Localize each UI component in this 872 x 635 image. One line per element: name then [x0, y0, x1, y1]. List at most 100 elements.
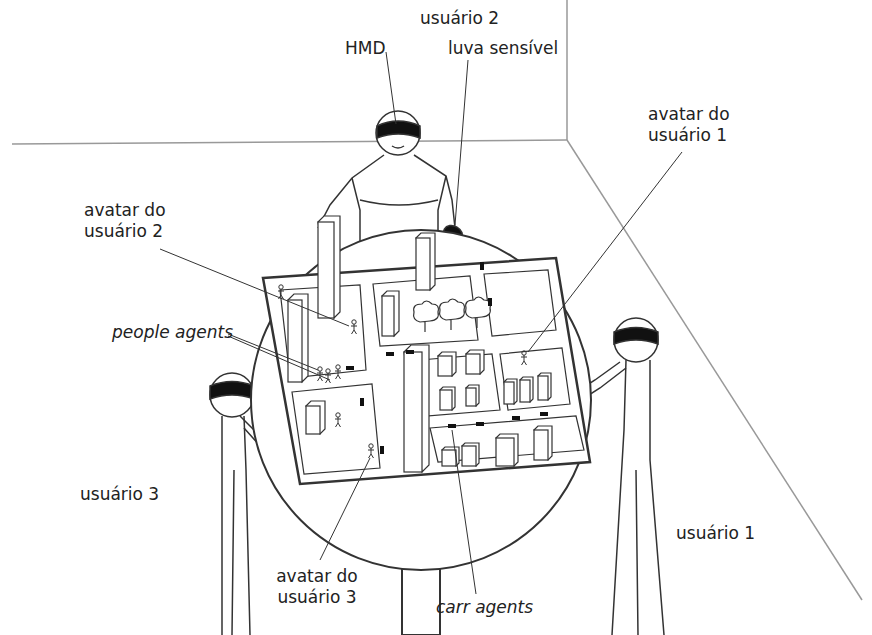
leader-lines — [452, 430, 476, 594]
buildings — [318, 222, 334, 318]
leader-lines — [386, 52, 396, 124]
buildings — [520, 380, 530, 402]
avatar-label: avatar do usuário 3 — [262, 566, 372, 608]
agent-label: people agents — [112, 322, 233, 343]
buildings — [288, 216, 552, 472]
trees — [466, 297, 491, 328]
buildings — [466, 350, 484, 374]
buildings — [520, 377, 533, 402]
leader-lines — [528, 152, 682, 352]
user-label: usuário 3 — [80, 484, 159, 505]
car-agents — [540, 412, 548, 416]
people-agents — [351, 320, 357, 334]
user-label: usuário 1 — [676, 523, 755, 544]
people-agents — [335, 365, 341, 379]
avatar-label: avatar do usuário 1 — [648, 104, 750, 146]
buildings — [318, 216, 340, 318]
city-map — [263, 258, 590, 484]
buildings — [416, 233, 435, 290]
room-walls — [12, 140, 567, 144]
people-agents — [335, 413, 341, 427]
user-figure — [377, 121, 420, 138]
agent-label: carr agents — [436, 597, 533, 618]
car-agents — [406, 350, 414, 354]
buildings — [504, 379, 517, 404]
buildings — [462, 443, 479, 466]
car-agents — [360, 398, 364, 406]
buildings — [466, 388, 476, 406]
user-figure — [210, 373, 254, 417]
buildings — [404, 352, 422, 472]
user-figure — [612, 360, 664, 635]
buildings — [462, 446, 476, 466]
leader-lines — [455, 60, 468, 225]
people-agents — [278, 285, 527, 458]
avatar-label: avatar do usuário 2 — [84, 200, 186, 242]
user-figure — [392, 146, 404, 148]
city-map — [484, 270, 556, 336]
buildings — [466, 354, 480, 374]
buildings — [440, 390, 452, 410]
user-figure — [414, 155, 455, 228]
buildings — [288, 300, 302, 382]
buildings — [496, 434, 518, 466]
buildings — [538, 373, 551, 400]
car-agents — [346, 262, 548, 454]
buildings — [438, 356, 452, 376]
room-walls — [567, 140, 862, 600]
buildings — [382, 296, 394, 336]
leader-lines — [160, 52, 682, 594]
buildings — [504, 382, 514, 404]
user-figure — [614, 328, 658, 345]
user-label: usuário 2 — [420, 8, 499, 29]
people-agents — [368, 444, 374, 458]
buildings — [416, 238, 430, 290]
buildings — [404, 345, 429, 472]
buildings — [382, 291, 399, 336]
city-map — [420, 354, 500, 416]
city-map — [500, 348, 570, 410]
buildings — [306, 406, 320, 434]
car-agents — [346, 366, 354, 370]
people-agents — [521, 351, 527, 365]
car-agents — [448, 424, 456, 428]
user-figure — [376, 111, 420, 155]
city-map — [263, 258, 590, 484]
round-table — [402, 568, 440, 635]
people-agents — [317, 367, 323, 381]
buildings — [442, 450, 456, 466]
car-agents — [380, 446, 384, 454]
car-agents — [476, 422, 484, 426]
user-figure — [210, 382, 254, 400]
people-agents — [278, 285, 284, 299]
part-label: HMD — [345, 38, 386, 59]
buildings — [438, 352, 456, 376]
buildings — [440, 387, 455, 410]
user-figure — [360, 200, 438, 205]
trees — [440, 299, 465, 330]
city-map — [292, 384, 380, 474]
car-agents — [488, 298, 492, 306]
user-figure — [614, 318, 658, 362]
people-agents — [325, 369, 331, 383]
round-table — [251, 230, 591, 570]
trees — [414, 297, 491, 332]
leader-lines — [320, 458, 370, 560]
part-label: luva sensível — [448, 38, 558, 59]
buildings — [534, 430, 548, 460]
car-agents — [386, 352, 394, 356]
round-table — [251, 230, 591, 635]
car-agents — [512, 416, 520, 420]
car-agents — [480, 262, 484, 270]
buildings — [534, 426, 552, 460]
trees — [414, 301, 439, 332]
room-walls — [566, 0, 568, 140]
leader-lines — [228, 336, 330, 380]
buildings — [306, 401, 325, 434]
leader-lines — [228, 334, 318, 370]
buildings — [538, 376, 548, 400]
user-figure — [222, 416, 250, 635]
buildings — [466, 385, 479, 406]
room-walls — [12, 0, 862, 600]
buildings — [496, 438, 514, 466]
